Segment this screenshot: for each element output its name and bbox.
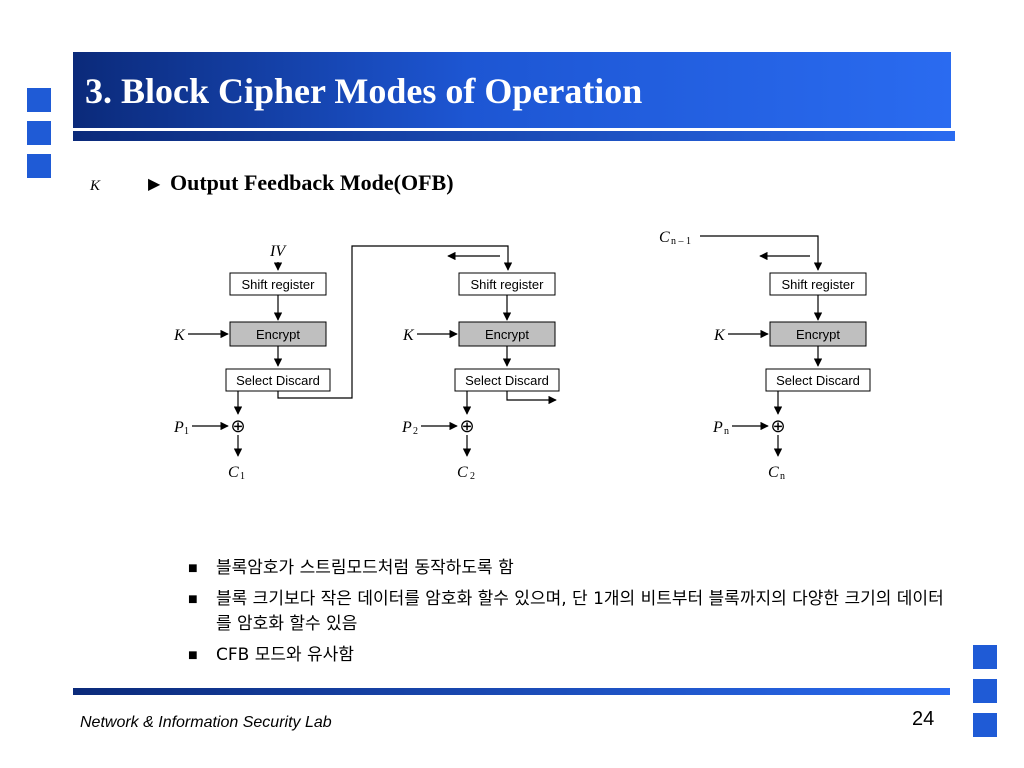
stage-1: Shift register Encrypt K Select Discard … bbox=[173, 272, 331, 482]
square-bullet-icon: ■ bbox=[188, 560, 198, 577]
xor-symbol: ⊕ bbox=[770, 416, 785, 436]
triangle-bullet-icon: ▶ bbox=[148, 176, 161, 193]
feedback-c-subscript: n – 1 bbox=[671, 236, 691, 247]
deco-square bbox=[973, 713, 997, 737]
shift-register-label: Shift register bbox=[782, 277, 856, 292]
select-discard-label: Select Discard bbox=[236, 373, 320, 388]
shift-register-label: Shift register bbox=[471, 277, 545, 292]
feedback-c-label: C bbox=[659, 229, 670, 246]
title-bar: 3. Block Cipher Modes of Operation bbox=[73, 52, 951, 128]
deco-square bbox=[27, 88, 51, 112]
key-label: K bbox=[173, 327, 186, 344]
ciphertext-subscript: n bbox=[780, 471, 785, 482]
plaintext-subscript: 1 bbox=[184, 426, 189, 437]
ciphertext-label: C bbox=[768, 464, 779, 481]
list-item: ■ CFB 모드와 유사함 bbox=[188, 643, 948, 668]
footer-lab-name: Network & Information Security Lab bbox=[80, 714, 332, 731]
select-discard-label: Select Discard bbox=[465, 373, 549, 388]
plaintext-label: P bbox=[173, 419, 184, 436]
plaintext-subscript: n bbox=[724, 426, 729, 437]
deco-square bbox=[973, 645, 997, 669]
xor-symbol: ⊕ bbox=[459, 416, 474, 436]
feedback-line-1 bbox=[277, 245, 513, 399]
section-title: Output Feedback Mode(OFB) bbox=[170, 170, 454, 195]
square-bullet-icon: ■ bbox=[188, 647, 198, 664]
shift-register-label: Shift register bbox=[242, 277, 316, 292]
encrypt-box bbox=[458, 321, 556, 347]
slide-title: 3. Block Cipher Modes of Operation bbox=[85, 71, 643, 111]
select-discard-box bbox=[765, 368, 871, 392]
page-number: 24 bbox=[912, 708, 935, 730]
encrypt-label: Encrypt bbox=[256, 327, 300, 342]
plaintext-label: P bbox=[712, 419, 723, 436]
encrypt-label: Encrypt bbox=[796, 327, 840, 342]
feedback-line-n bbox=[700, 235, 823, 271]
plaintext-subscript: 2 bbox=[413, 426, 418, 437]
square-bullet-icon: ■ bbox=[188, 591, 198, 608]
feedback-line-2 bbox=[506, 391, 557, 405]
stage-2: Shift register Encrypt K Select Discard … bbox=[401, 272, 560, 482]
encrypt-box bbox=[229, 321, 327, 347]
bullet-list: ■ 블록암호가 스트림모드처럼 동작하도록 함 ■ 블록 크기보다 작은 데이터… bbox=[188, 556, 948, 674]
ciphertext-label: C bbox=[457, 464, 468, 481]
title-rule bbox=[73, 131, 955, 141]
bullet-text: 블록암호가 스트림모드처럼 동작하도록 함 bbox=[216, 558, 514, 578]
select-discard-label: Select Discard bbox=[776, 373, 860, 388]
deco-square bbox=[27, 154, 51, 178]
plaintext-label: P bbox=[401, 419, 412, 436]
deco-square bbox=[973, 679, 997, 703]
list-item: ■ 블록 크기보다 작은 데이터를 암호화 할수 있으며, 단 1개의 비트부터… bbox=[188, 587, 948, 637]
ciphertext-subscript: 2 bbox=[470, 471, 475, 482]
key-label: K bbox=[402, 327, 415, 344]
bullet-text: 블록 크기보다 작은 데이터를 암호화 할수 있으며, 단 1개의 비트부터 블… bbox=[216, 589, 944, 634]
iv-label: IV bbox=[269, 243, 287, 260]
list-item: ■ 블록암호가 스트림모드처럼 동작하도록 함 bbox=[188, 556, 948, 581]
key-label: K bbox=[713, 327, 726, 344]
bullet-text: CFB 모드와 유사함 bbox=[216, 645, 354, 665]
footer-rule bbox=[73, 688, 950, 695]
deco-square bbox=[27, 121, 51, 145]
encrypt-label: Encrypt bbox=[485, 327, 529, 342]
xor-symbol: ⊕ bbox=[230, 416, 245, 436]
stage-n: Shift register Encrypt K Select Discard … bbox=[712, 272, 871, 482]
ciphertext-label: C bbox=[228, 464, 239, 481]
ciphertext-subscript: 1 bbox=[240, 471, 245, 482]
side-label: K bbox=[90, 178, 101, 194]
encrypt-box bbox=[769, 321, 867, 347]
